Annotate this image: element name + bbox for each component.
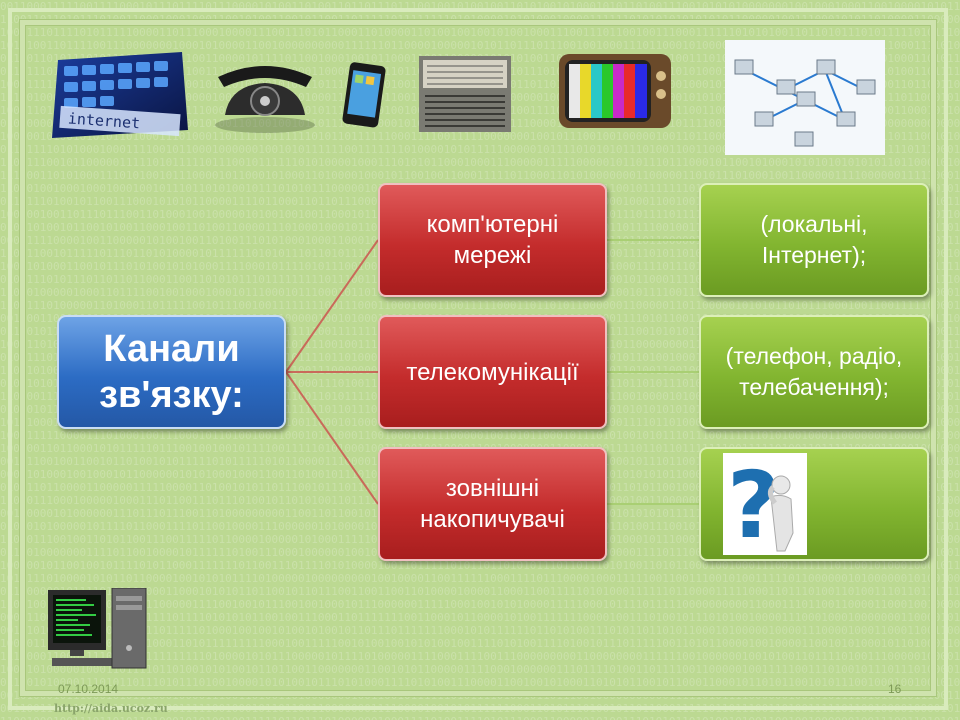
- outer-frame: [8, 8, 948, 710]
- root-node-label: Канали зв'язку:: [99, 328, 244, 416]
- footer-page-number: 16: [888, 682, 902, 696]
- connector-root-to-networks: [285, 239, 379, 373]
- category-node-storage: зовнішні накопичувачі: [378, 447, 607, 561]
- computer-network-icon: [725, 40, 885, 155]
- smartphone-icon: [340, 60, 390, 130]
- question-person-icon: ?: [723, 453, 807, 555]
- footer-date: 07.10.2014: [58, 682, 119, 696]
- computer-terminal-icon: [48, 588, 148, 670]
- inner-frame: [20, 20, 936, 696]
- tv-test-pattern-icon: [555, 50, 675, 135]
- category-label: телекомунікації: [406, 358, 579, 386]
- category-label: комп'ютерні мережі: [426, 211, 559, 269]
- detail-node-networks: (локальні, Інтернет);: [699, 183, 929, 297]
- internet-keyboard-icon: internet: [50, 50, 190, 140]
- detail-label: (локальні, Інтернет);: [760, 211, 868, 268]
- category-node-networks: комп'ютерні мережі: [378, 183, 607, 297]
- category-node-telecom: телекомунікації: [378, 315, 607, 429]
- detail-node-storage: ?: [699, 447, 929, 561]
- root-node: Канали зв'язку:: [57, 315, 286, 429]
- detail-node-telecom: (телефон, радіо, телебачення);: [699, 315, 929, 429]
- connector-root-to-storage: [285, 371, 379, 505]
- radio-receiver-icon: [415, 50, 515, 138]
- internet-keyboard-label: internet: [67, 109, 140, 132]
- rotary-telephone-icon: [210, 55, 320, 135]
- footer-watermark: http://aida.ucoz.ru: [54, 702, 168, 715]
- detail-label: (телефон, радіо, телебачення);: [725, 343, 903, 400]
- category-label: зовнішні накопичувачі: [420, 475, 565, 533]
